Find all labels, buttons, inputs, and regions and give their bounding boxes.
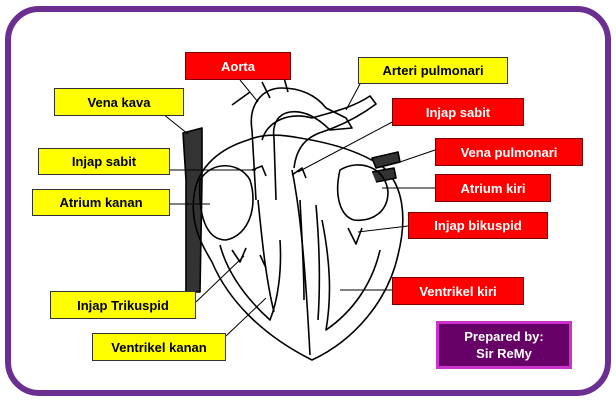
label-injap-sabit-right: Injap sabit (38, 148, 170, 175)
pointer-injap-trikuspid (195, 255, 245, 303)
heart-outline (192, 134, 404, 361)
credit-line-1: Prepared by: (464, 329, 544, 344)
label-injap-bikuspid: Injap bikuspid (408, 212, 548, 239)
bicuspid-valve (347, 227, 363, 245)
pointer-injap-bikuspid (357, 225, 409, 233)
label-injap-trikuspid: Injap Trikuspid (50, 291, 196, 319)
credit-box: Prepared by: Sir ReMy (436, 321, 572, 369)
pointer-aorta (239, 79, 259, 103)
label-atrium-kanan: Atrium kanan (32, 189, 170, 216)
semilunar-valve-left (291, 167, 307, 179)
septum (291, 169, 311, 356)
pointer-ventrikel-kanan (225, 297, 267, 337)
semilunar-valve-right (251, 165, 267, 177)
aorta-vessel (250, 87, 353, 201)
pointer-arteri-pulmonari (345, 83, 361, 111)
pulmonary-vein-vessel (371, 151, 401, 183)
label-arteri-pulmonari: Arteri pulmonari (358, 57, 508, 84)
label-vena-pulmonari: Vena pulmonari (435, 138, 583, 166)
pulmonary-artery-vessel (261, 95, 377, 169)
label-vena-kava: Vena kava (54, 88, 184, 116)
left-ventricle-shape (321, 219, 381, 331)
label-aorta: Aorta (185, 52, 291, 80)
pointer-vena-pulmonari (399, 149, 436, 163)
right-ventricle-shape (219, 239, 282, 321)
left-atrium-shape (336, 164, 389, 221)
label-ventrikel-kiri: Ventrikel kiri (392, 277, 524, 305)
pointer-injap-sabit-left (297, 119, 397, 173)
credit-line-2: Sir ReMy (476, 346, 532, 361)
right-atrium-shape (198, 165, 254, 241)
label-atrium-kiri: Atrium kiri (435, 174, 551, 202)
tricuspid-valve (231, 247, 267, 269)
label-ventrikel-kanan: Ventrikel kanan (92, 333, 226, 361)
label-injap-sabit-left: Injap sabit (392, 98, 524, 126)
